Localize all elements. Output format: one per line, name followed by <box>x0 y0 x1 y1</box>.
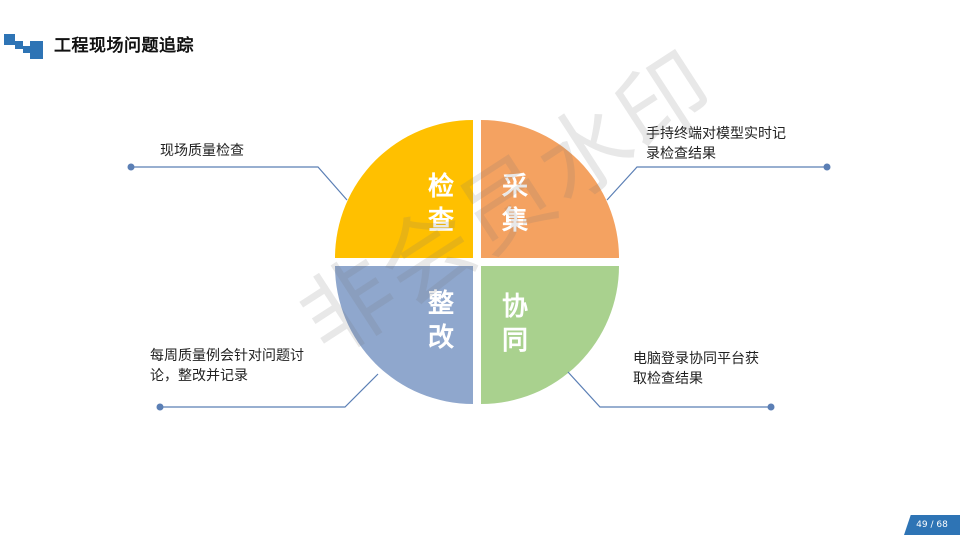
quadrant-label-rectify: 整 改 <box>426 287 456 355</box>
quadrant-collab-char-1: 协 <box>501 292 528 322</box>
page-number-badge: 49 / 68 <box>904 515 960 535</box>
quadrant-collect-char-2: 集 <box>501 206 528 236</box>
quadrant-collect-char-1: 采 <box>501 172 528 202</box>
quadrant-rectify-char-2: 改 <box>427 323 454 353</box>
quadrant-label-inspect: 检 查 <box>426 170 456 238</box>
callout-bottom-left-line-2: 论，整改并记录 <box>150 368 248 384</box>
logo-squares <box>0 0 60 64</box>
callout-bottom-right-line-2: 取检查结果 <box>633 371 703 387</box>
leader-dot-top-left <box>127 163 135 171</box>
callout-bottom-left-line-1: 每周质量例会针对问题讨 <box>150 348 304 364</box>
leader-dot-top-right <box>823 163 831 171</box>
callout-top-right-line-2: 录检查结果 <box>646 146 716 162</box>
leader-line-top-right <box>606 166 827 201</box>
quadrant-rectify <box>335 266 473 404</box>
callout-top-left: 现场质量检查 <box>160 141 244 161</box>
leader-line-bottom-right <box>567 371 771 408</box>
quadrant-rectify-char-1: 整 <box>427 289 454 319</box>
quadrant-inspect-char-1: 检 <box>427 172 454 202</box>
quadrant-label-collab: 协 同 <box>500 290 530 358</box>
leader-dot-bottom-right <box>767 403 775 411</box>
leader-line-bottom-left <box>160 373 379 408</box>
callout-bottom-right-line-1: 电脑登录协同平台获 <box>633 351 759 367</box>
quadrant-label-collect: 采 集 <box>500 170 530 238</box>
leader-dot-bottom-left <box>156 403 164 411</box>
callout-top-right-line-1: 手持终端对模型实时记 <box>646 126 786 142</box>
quadrant-collab-char-2: 同 <box>501 326 528 356</box>
quadrant-inspect-char-2: 查 <box>427 206 454 236</box>
quadrant-collect <box>481 120 619 258</box>
callout-bottom-right: 电脑登录协同平台获 取检查结果 <box>633 349 759 389</box>
callout-top-right: 手持终端对模型实时记 录检查结果 <box>646 124 786 164</box>
leader-line-top-left <box>131 166 348 201</box>
page-title: 工程现场问题追踪 <box>54 36 194 56</box>
callout-bottom-left: 每周质量例会针对问题讨 论，整改并记录 <box>150 346 304 386</box>
callout-top-left-line-1: 现场质量检查 <box>160 143 244 159</box>
quadrant-collab <box>481 266 619 404</box>
quadrant-inspect <box>335 120 473 258</box>
